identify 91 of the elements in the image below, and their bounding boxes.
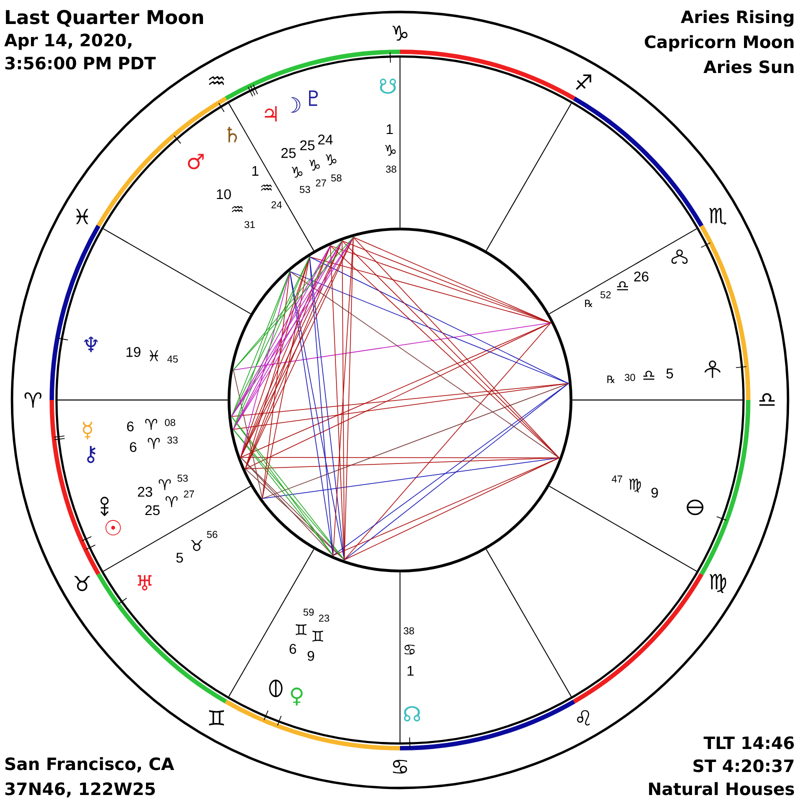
degree-label: 5: [176, 552, 183, 563]
degree-label: 25: [300, 140, 314, 150]
planet-glyph: ♀: [290, 688, 303, 706]
minute-label: 27: [184, 490, 194, 498]
zodiac-glyph: ♊: [296, 624, 306, 636]
degree-label: 24: [318, 134, 333, 144]
minute-label: 24: [272, 201, 282, 208]
degree-label: 19: [126, 347, 140, 357]
minute-label: 30: [624, 374, 636, 381]
zodiac-glyph: ♑: [309, 160, 320, 171]
minute-label: 52: [600, 291, 611, 298]
zodiac-glyph: ♒: [260, 184, 272, 191]
planet-glyph: ☿: [82, 422, 92, 440]
degree-label: 6: [127, 421, 134, 432]
location-text: San Francisco, CA: [5, 757, 174, 772]
zodiac-glyph: ♏: [709, 208, 727, 226]
degree-label: 6: [130, 442, 136, 452]
degree-label: 25: [145, 505, 160, 516]
retrograde-mark: ℞: [607, 376, 615, 383]
date-text: Apr 14, 2020, 3:56:00 PM PDT: [4, 34, 156, 70]
zodiac-glyph: ♒: [232, 206, 243, 212]
minute-label: 38: [386, 166, 396, 173]
minute-label: 47: [612, 476, 622, 482]
zodiac-glyph: ♉: [191, 540, 202, 551]
planet-glyph: ♂: [188, 154, 204, 170]
degree-label: 1: [386, 124, 393, 134]
zodiac-glyph: ♈: [24, 392, 42, 408]
minute-label: 53: [178, 474, 188, 482]
info-text: Natural Houses: [649, 782, 794, 796]
zodiac-glyph: ♑: [292, 166, 302, 178]
degree-label: 6: [290, 644, 296, 654]
minute-label: 08: [164, 419, 176, 426]
minute-label: 23: [318, 614, 330, 622]
zodiac-glyph: ♍: [629, 478, 641, 492]
zodiac-glyph: ♈: [148, 438, 160, 449]
zodiac-glyph: ♑: [392, 25, 408, 41]
zodiac-glyph: ♈: [145, 418, 158, 430]
info-text: Aries Rising: [680, 10, 794, 27]
zodiac-glyph: ♉: [74, 576, 90, 592]
zodiac-glyph: ♒: [208, 76, 224, 86]
retrograde-mark: ℞: [585, 300, 592, 308]
planet-glyph: ⚷: [87, 446, 96, 464]
planet-glyph: ♄: [227, 126, 237, 142]
minute-label: 59: [303, 608, 314, 616]
degree-label: 10: [216, 189, 231, 200]
planet-glyph: ☽: [290, 97, 300, 113]
zodiac-glyph: ♊: [209, 710, 224, 726]
info-text: TLT 14:46: [704, 736, 794, 750]
zodiac-glyph: ♎: [617, 281, 628, 290]
zodiac-glyph: ♈: [158, 479, 171, 490]
zodiac-glyph: ♎: [759, 393, 775, 406]
zodiac-glyph: ♋: [404, 644, 415, 654]
zodiac-glyph: ♎: [643, 370, 654, 380]
zodiac-glyph: ♐: [576, 74, 592, 90]
minute-label: 56: [207, 530, 218, 538]
degree-label: 23: [138, 486, 152, 497]
minute-label: 58: [331, 174, 342, 182]
planet-glyph: ♃: [264, 106, 277, 122]
zodiac-glyph: ♓: [150, 350, 158, 362]
planet-glyph: ☉: [105, 520, 121, 536]
minute-label: 31: [244, 221, 255, 228]
location-text: 37N46, 122W25: [5, 782, 155, 798]
minute-label: 38: [404, 627, 414, 634]
degree-label: 26: [634, 272, 648, 282]
degree-label: 25: [281, 148, 296, 158]
minute-label: 27: [316, 179, 326, 186]
degree-label: 9: [308, 650, 314, 661]
degree-label: 9: [651, 488, 658, 498]
info-text: Aries Sun: [704, 60, 794, 74]
zodiac-glyph: ♋: [392, 760, 408, 774]
degree-label: 1: [408, 666, 414, 676]
zodiac-glyph: ♑: [326, 154, 336, 166]
planet-glyph: ♇: [309, 90, 318, 106]
degree-label: 5: [666, 368, 674, 378]
zodiac-glyph: ♈: [166, 496, 178, 508]
minute-label: 53: [300, 186, 310, 193]
info-text: Capricorn Moon: [644, 35, 794, 52]
minute-label: 45: [167, 356, 178, 363]
planet-glyph: ♅: [138, 575, 152, 590]
minute-label: 33: [167, 436, 178, 444]
zodiac-glyph: ♓: [76, 208, 88, 224]
zodiac-glyph: ♍: [710, 574, 726, 594]
planet-glyph: ♆: [84, 336, 98, 352]
info-text: ST 4:20:37: [694, 759, 794, 772]
planet-glyph: ☋: [380, 78, 396, 94]
planet-glyph: ☊: [404, 706, 420, 722]
chart-title: Last Quarter Moon: [6, 10, 203, 27]
degree-label: 1: [252, 166, 258, 176]
zodiac-glyph: ♑: [385, 144, 396, 156]
zodiac-glyph: ♊: [312, 630, 324, 642]
zodiac-glyph: ♌: [577, 710, 590, 726]
